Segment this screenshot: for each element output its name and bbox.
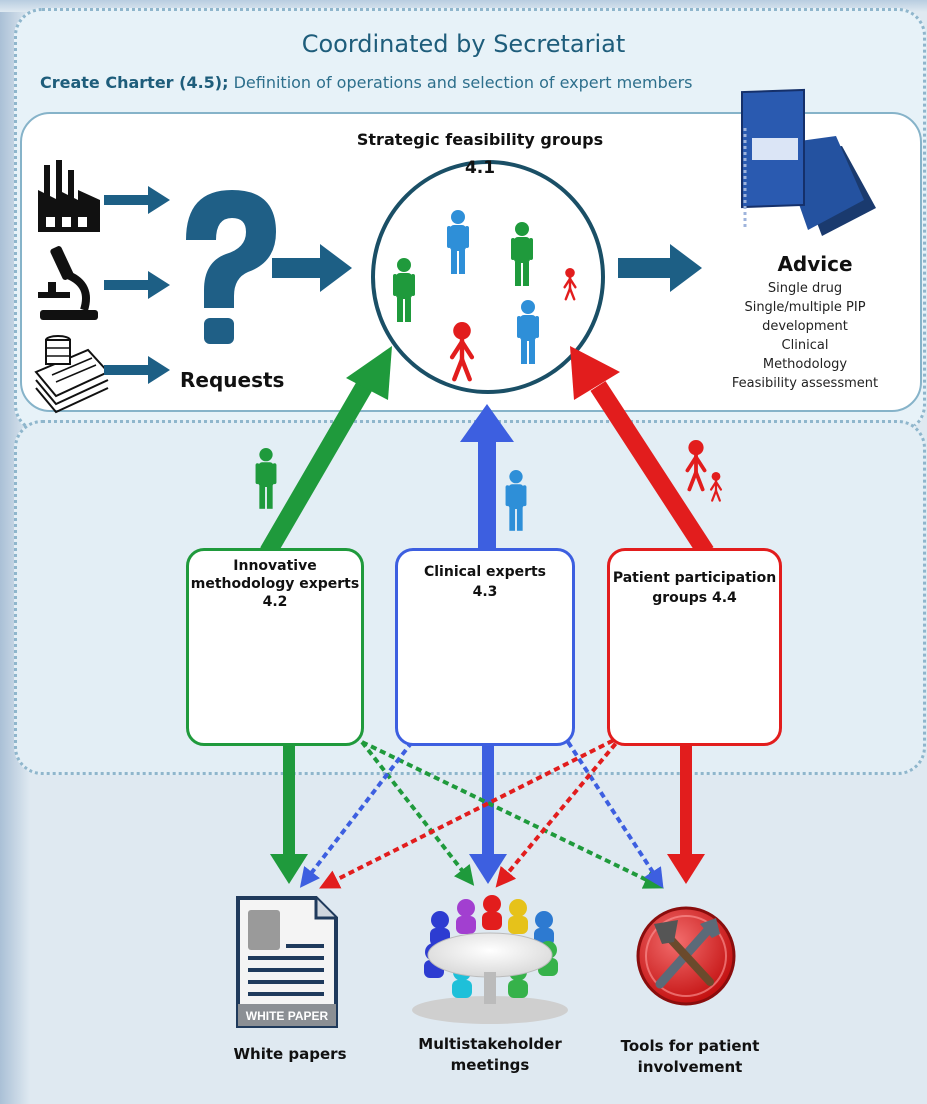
arrow-to-strategic [272, 244, 352, 292]
patient-line1: Patient participation [612, 570, 777, 586]
person-blue [517, 300, 539, 364]
methodology-line2: methodology experts [190, 576, 360, 592]
meeting-person [482, 895, 502, 930]
advice-heading: Advice [777, 252, 853, 276]
person-red-child [709, 472, 723, 502]
meeting-icon [412, 895, 568, 1024]
requests-label: Requests [180, 368, 285, 392]
diagram-title: Coordinated by Secretariat [301, 30, 626, 58]
money-stack-icon [34, 335, 110, 414]
white-paper-icon: WHITE PAPER [236, 896, 338, 1028]
tools-label-line2: involvement [637, 1058, 743, 1076]
advice-item: Methodology [762, 357, 848, 372]
strategic-number: 4.1 [464, 158, 496, 178]
white-paper-icon-label: WHITE PAPER [246, 1009, 329, 1023]
person-blue [505, 470, 527, 531]
methodology-number: 4.2 [262, 594, 288, 610]
advice-item: Clinical [781, 338, 829, 353]
patient-line2: groups 4.4 [652, 590, 737, 606]
dotted-arrows [299, 734, 664, 889]
advice-item: Feasibility assessment [731, 376, 879, 391]
clinical-number: 4.3 [472, 584, 498, 600]
charter-subtitle-rest: Definition of operations and selection o… [228, 73, 693, 92]
charter-subtitle: Create Charter (4.5); Definition of oper… [40, 73, 693, 92]
clinical-line1: Clinical experts [423, 564, 547, 580]
blue-arrow-up [478, 440, 496, 550]
clinical-experts-box: Clinical experts 4.3 [395, 548, 575, 746]
person-blue [447, 210, 469, 274]
advice-item: Single/multiple PIP [744, 300, 866, 315]
person-red-child [563, 268, 577, 301]
red-arrow-down [680, 746, 692, 858]
green-arrow-down [283, 746, 295, 858]
tools-icon [636, 906, 736, 1006]
arrow-to-advice [618, 244, 702, 292]
question-mark-icon [186, 190, 276, 344]
white-papers-label: White papers [233, 1045, 347, 1063]
tools-label-line1: Tools for patient [620, 1037, 760, 1055]
advice-item: Single drug [767, 281, 843, 296]
green-arrow-up [260, 375, 376, 557]
patient-groups-box: Patient participation groups 4.4 [607, 548, 782, 746]
advice-list: Single drug Single/multiple PIP developm… [690, 279, 920, 393]
meeting-person [456, 899, 476, 934]
factory-icon [38, 160, 100, 232]
charter-subtitle-bold: Create Charter (4.5); [40, 73, 229, 92]
person-red [685, 440, 707, 492]
advice-reports-icon [741, 88, 876, 236]
input-arrows [104, 186, 170, 384]
strategic-circle [371, 160, 605, 394]
person-green [511, 222, 533, 286]
person-red [449, 322, 475, 382]
person-green [393, 258, 415, 322]
methodology-experts-box: Innovative methodology experts 4.2 [186, 548, 364, 746]
person-green [255, 448, 277, 509]
meetings-label-line2: meetings [450, 1056, 530, 1074]
advice-item: development [762, 319, 848, 334]
meetings-label-line1: Multistakeholder [418, 1035, 562, 1053]
methodology-line1: Innovative [233, 558, 317, 574]
blue-arrow-down [482, 746, 494, 858]
strategic-title: Strategic feasibility groups [356, 130, 604, 149]
meeting-person [508, 899, 528, 934]
microscope-icon [38, 246, 98, 320]
red-arrow-up [590, 381, 714, 557]
